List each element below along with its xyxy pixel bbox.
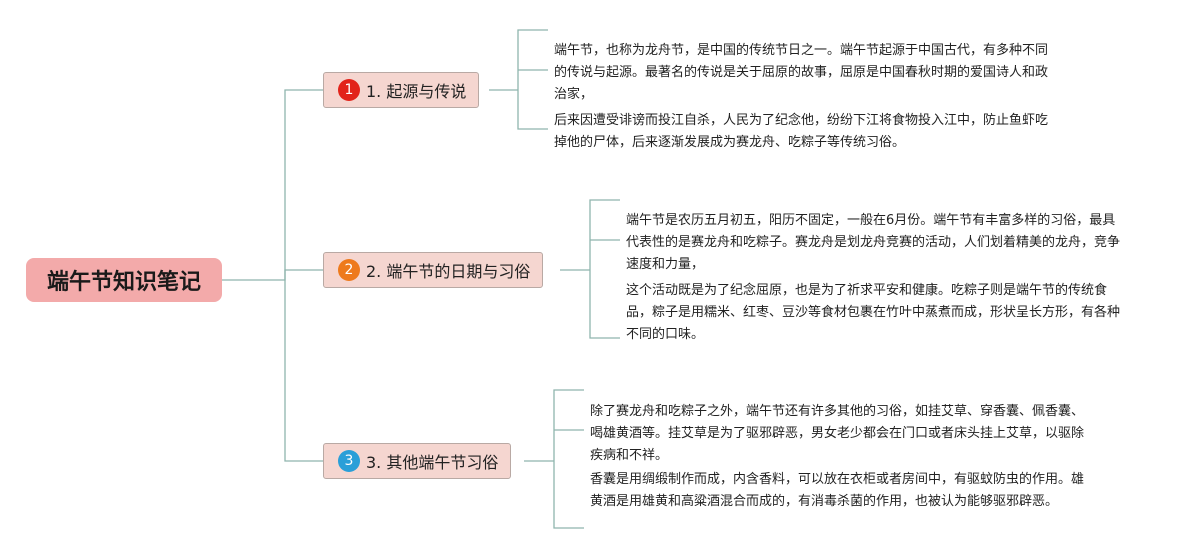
number-badge-icon: 2 xyxy=(338,259,360,281)
root-title: 端午节知识笔记 xyxy=(46,270,201,295)
note-text[interactable]: 这个活动既是为了纪念屈原，也是为了祈求平安和健康。吃粽子则是端午节的传统食品，粽… xyxy=(626,283,1121,342)
branch-label: 1. 起源与传说 xyxy=(366,82,467,101)
branch-label: 3. 其他端午节习俗 xyxy=(366,453,499,472)
connector-branch-3-notes xyxy=(524,389,584,529)
note-text[interactable]: 香囊是用绸缎制作而成，内含香料，可以放在衣柜或者房间中，有驱蚊防虫的作用。雄黄酒… xyxy=(590,472,1085,509)
connector-root-branch-3 xyxy=(284,280,323,462)
branch-label: 2. 端午节的日期与习俗 xyxy=(366,262,531,281)
branch-other-customs[interactable]: 3 3. 其他端午节习俗 xyxy=(323,443,512,479)
number-badge-icon: 1 xyxy=(338,79,360,101)
note-text[interactable]: 后来因遭受诽谤而投江自杀，人民为了纪念他，纷纷下江将食物投入江中，防止鱼虾吃掉他… xyxy=(554,113,1049,150)
number-badge-icon: 3 xyxy=(338,450,360,472)
connector-root-branch-1 xyxy=(222,89,323,281)
connector-branch-2-notes xyxy=(560,199,620,339)
root-node[interactable]: 端午节知识笔记 xyxy=(26,258,222,302)
connector-branch-1-notes xyxy=(489,29,548,130)
note-text[interactable]: 除了赛龙舟和吃粽子之外，端午节还有许多其他的习俗，如挂艾草、穿香囊、佩香囊、喝雄… xyxy=(590,404,1085,463)
branch-origin-legend[interactable]: 1 1. 起源与传说 xyxy=(323,72,480,108)
branch-date-customs[interactable]: 2 2. 端午节的日期与习俗 xyxy=(323,252,544,288)
note-text[interactable]: 端午节是农历五月初五，阳历不固定，一般在6月份。端午节有丰富多样的习俗，最具代表… xyxy=(626,213,1121,272)
note-text[interactable]: 端午节，也称为龙舟节，是中国的传统节日之一。端午节起源于中国古代，有多种不同的传… xyxy=(554,43,1049,102)
connector-root-branch-2 xyxy=(284,269,323,280)
